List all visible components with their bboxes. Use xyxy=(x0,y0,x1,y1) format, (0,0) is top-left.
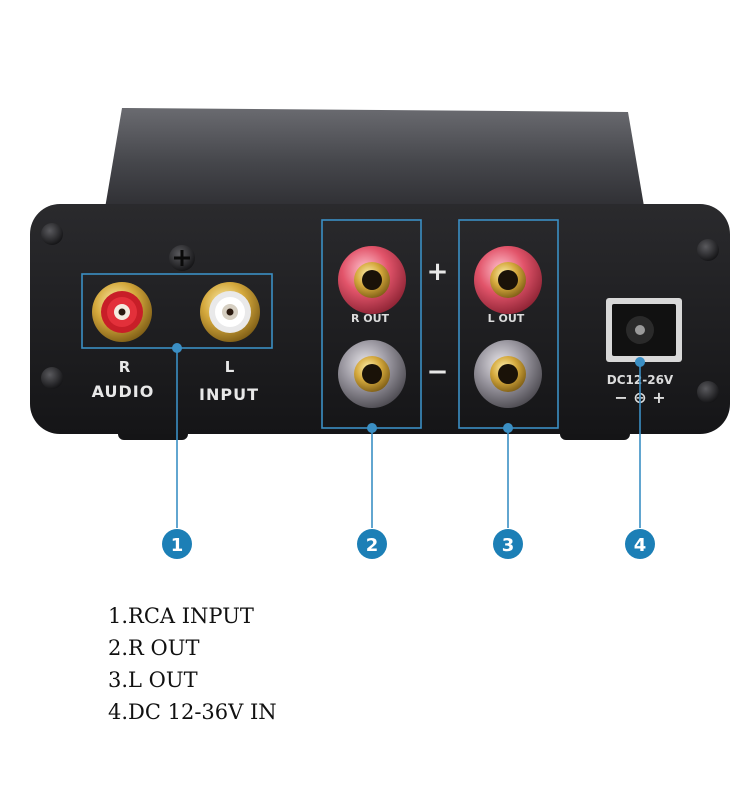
binding-post-l-minus xyxy=(474,340,542,408)
label-l: L xyxy=(225,358,236,376)
legend-item-r-out: 2.R OUT xyxy=(108,636,200,660)
panel-screws xyxy=(41,223,719,403)
screw-icon xyxy=(41,223,63,245)
callout-4: 4 xyxy=(625,529,655,559)
callout-number-1: 1 xyxy=(171,535,184,556)
leader-dot xyxy=(367,423,377,433)
rca-input-left xyxy=(200,282,260,342)
binding-post-l-plus xyxy=(474,246,542,314)
screw-icon xyxy=(697,381,719,403)
screw-slot xyxy=(174,250,190,266)
label-plus: + xyxy=(427,257,450,287)
callout-1: 1 xyxy=(162,529,192,559)
legend-item-dc-in: 4.DC 12-36V IN xyxy=(108,700,277,724)
chassis xyxy=(30,108,730,440)
dc-power-jack xyxy=(606,298,682,362)
screw-icon xyxy=(41,367,63,389)
binding-post-r-minus xyxy=(338,340,406,408)
binding-post-r-plus xyxy=(338,246,406,314)
leader-lines xyxy=(176,348,641,528)
rca-input-right xyxy=(92,282,152,342)
label-minus: − xyxy=(427,357,450,387)
callout-number-3: 3 xyxy=(502,535,515,556)
leader-dot xyxy=(172,343,182,353)
legend-list: 1.RCA INPUT 2.R OUT 3.L OUT 4.DC 12-36V … xyxy=(108,600,277,728)
chassis-top xyxy=(104,108,646,218)
callout-3: 3 xyxy=(493,529,523,559)
label-r-out: R OUT xyxy=(351,312,390,325)
label-r: R xyxy=(119,358,132,376)
front-panel xyxy=(30,204,730,434)
label-l-out: L OUT xyxy=(488,312,525,325)
callout-2: 2 xyxy=(357,529,387,559)
leader-dot xyxy=(503,423,513,433)
legend-item-l-out: 3.L OUT xyxy=(108,668,198,692)
label-input: INPUT xyxy=(199,385,259,404)
leader-dots xyxy=(172,343,645,433)
callout-number-2: 2 xyxy=(366,535,379,556)
callout-number-4: 4 xyxy=(634,535,647,556)
label-audio: AUDIO xyxy=(92,382,155,401)
screw-icon xyxy=(697,239,719,261)
leader-dot xyxy=(635,357,645,367)
legend-item-rca-input: 1.RCA INPUT xyxy=(108,604,254,628)
